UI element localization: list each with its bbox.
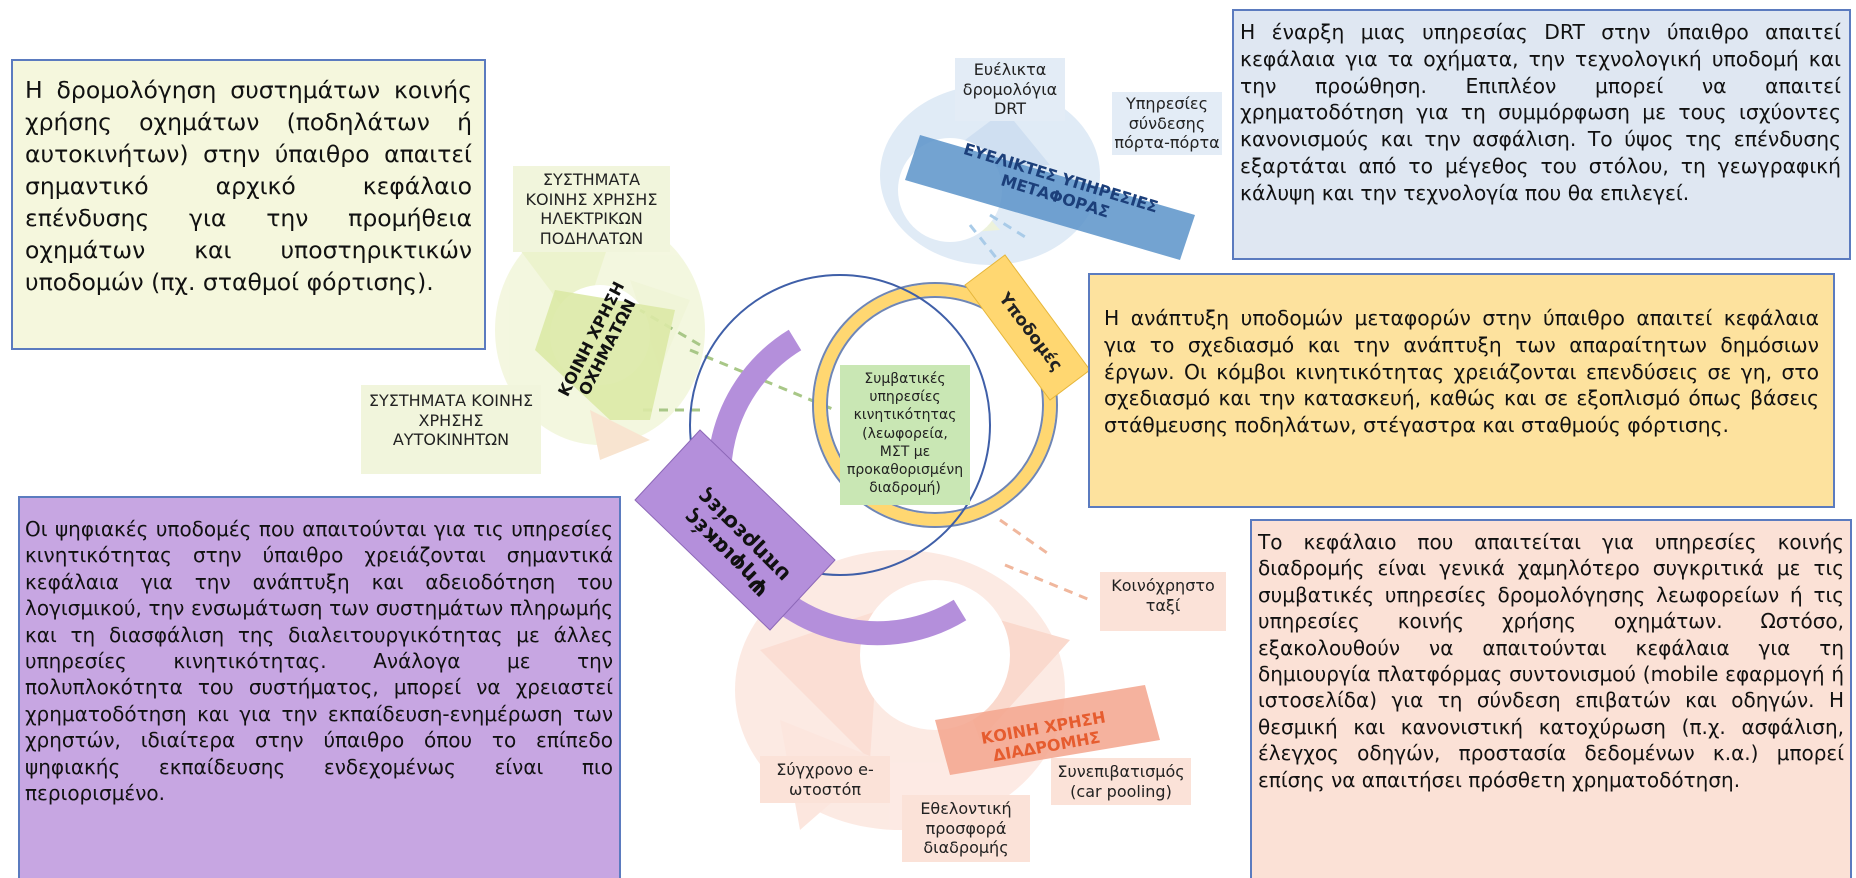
vehicle-item-cars: ΣΥΣΤΗΜΑΤΑ ΚΟΙΝΗΣ ΧΡΗΣΗΣ ΑΥΤΟΚΙΝΗΤΩΝ [361, 385, 541, 474]
note-digital: Οι ψηφιακές υποδομές που απαιτούνται για… [18, 496, 621, 878]
note-vehicle-sharing: Η δρομολόγηση συστημάτων κοινής χρήσης ο… [11, 59, 486, 350]
note-infrastructure: Η ανάπτυξη υποδομών μεταφορών στην ύπαιθ… [1088, 273, 1835, 508]
drt-title-band [905, 135, 1195, 260]
infra-ring-inline [826, 296, 1044, 514]
ride-title-band [935, 685, 1160, 775]
vehicle-title-band [535, 290, 675, 420]
vehicle-item-ebikes: ΣΥΣΤΗΜΑΤΑ ΚΟΙΝΗΣ ΧΡΗΣΗΣ ΗΛΕΚΤΡΙΚΩΝ ΠΟΔΗΛ… [513, 166, 670, 253]
digital-ring-outline [689, 274, 991, 576]
note-drt: Η έναρξη μιας υπηρεσίας DRT στην ύπαιθρο… [1232, 9, 1851, 260]
drt-item-flexible-routes: Ευέλικτα δρομολόγια DRT [955, 58, 1065, 121]
drt-item-door-to-door: Υπηρεσίες σύνδεσης πόρτα-πόρτα [1112, 92, 1222, 155]
ride-item-e-hitchhike: Σύγχρονο e-ωτοστόπ [760, 756, 890, 804]
infra-ring [814, 284, 1056, 526]
center-box [840, 365, 970, 505]
note-ride-sharing: Το κεφάλαιο που απαιτείται για υπηρεσίες… [1250, 519, 1852, 878]
digital-label-tab [634, 429, 836, 631]
ride-hub [860, 580, 1010, 730]
ride-item-shared-taxi: Κοινόχρηστο ταξί [1100, 572, 1226, 632]
center-label: Συμβατικές υπηρεσίες κινητικότητας (λεωφ… [846, 371, 964, 497]
ride-item-carpooling: Συνεπιβατισμός (car pooling) [1051, 758, 1191, 806]
infra-ring-outline [812, 282, 1058, 528]
ride-item-volunteer: Εθελοντική προσφορά διαδρομής [902, 795, 1030, 862]
